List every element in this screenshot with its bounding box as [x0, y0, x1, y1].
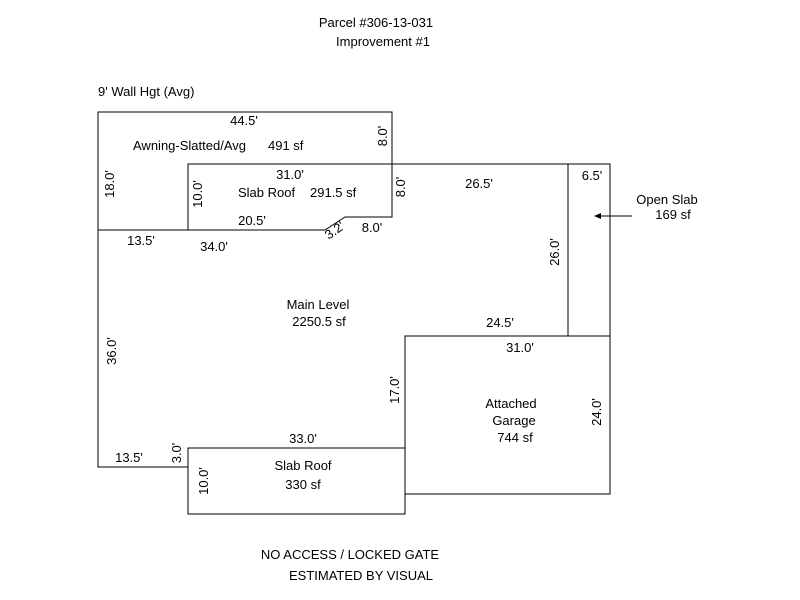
- dimension-label: 6.5': [582, 168, 603, 183]
- dimension-label: 26.0': [547, 238, 562, 266]
- dimension-label: 34.0': [200, 239, 228, 254]
- dimension-label: 13.5': [115, 450, 143, 465]
- dimension-label: 24.0': [589, 398, 604, 426]
- improvement-label: Improvement #1: [336, 34, 430, 49]
- garage-size: 744 sf: [497, 430, 533, 445]
- lower-slab-roof-size: 330 sf: [285, 477, 321, 492]
- dimension-label: 13.5': [127, 233, 155, 248]
- dimension-label: 31.0': [506, 340, 534, 355]
- main-level-size: 2250.5 sf: [292, 314, 346, 329]
- open-slab-name: Open Slab: [636, 192, 697, 207]
- dimension-label: 20.5': [238, 213, 266, 228]
- garage-name-line2: Garage: [492, 413, 535, 428]
- awning-outline: [97, 111, 393, 230]
- awning-name: Awning-Slatted/Avg: [133, 138, 246, 153]
- wall-height-label: 9' Wall Hgt (Avg): [98, 84, 194, 99]
- dimension-label: 36.0': [104, 337, 119, 365]
- open-slab-size: 169 sf: [655, 207, 691, 222]
- dimension-label: 8.0': [375, 126, 390, 147]
- dimension-label: 8.0': [362, 220, 383, 235]
- dimension-label: 26.5': [465, 176, 493, 191]
- dimension-label: 24.5': [486, 315, 514, 330]
- dimension-label: 10.0': [196, 467, 211, 495]
- dimension-label: 17.0': [387, 376, 402, 404]
- dimension-label: 3.0': [169, 443, 184, 464]
- awning-size: 491 sf: [268, 138, 304, 153]
- upper-slab-roof-name: Slab Roof: [238, 185, 295, 200]
- dimension-label: 33.0': [289, 431, 317, 446]
- lower-slab-roof-outline: [187, 448, 406, 515]
- parcel-number: Parcel #306-13-031: [319, 15, 433, 30]
- open-slab-outline: [568, 163, 611, 337]
- note-no-access: NO ACCESS / LOCKED GATE: [261, 547, 440, 562]
- garage-name-line1: Attached: [485, 396, 536, 411]
- note-estimated: ESTIMATED BY VISUAL: [289, 568, 433, 583]
- upper-slab-roof-outline: [187, 163, 392, 230]
- dimension-label: 44.5': [230, 113, 258, 128]
- open-slab-arrow-head: [594, 213, 601, 219]
- lower-slab-roof-name: Slab Roof: [274, 458, 331, 473]
- main-level-name: Main Level: [287, 297, 350, 312]
- upper-slab-roof-size: 291.5 sf: [310, 185, 357, 200]
- dimension-label: 3.2': [322, 218, 347, 242]
- dimension-label: 18.0': [102, 170, 117, 198]
- dimension-label: 10.0': [190, 180, 205, 208]
- dimension-label: 31.0': [276, 167, 304, 182]
- dimension-label: 8.0': [393, 177, 408, 198]
